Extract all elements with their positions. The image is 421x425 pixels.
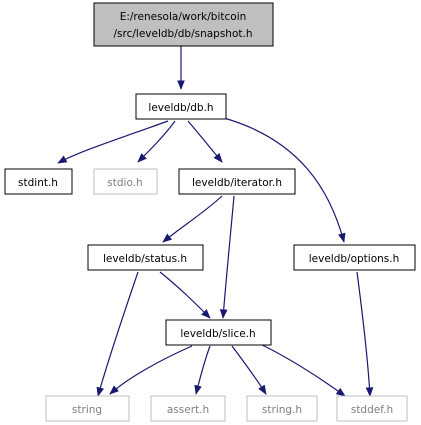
dependency-edges (57, 46, 374, 397)
edge-db-to-iterator (187, 120, 223, 163)
edge-slice-to-string-h (231, 345, 267, 395)
edge-slice-to-stddef (255, 341, 346, 397)
node-string-label: string (72, 404, 102, 416)
edge-db-to-stdint (57, 120, 169, 164)
node-iterator-h[interactable]: leveldb/iterator.h (178, 168, 296, 195)
edge-db-to-stdio (137, 120, 176, 163)
edge-slice-to-string (109, 345, 193, 395)
root-label-line-1: E:/renesola/work/bitcoin (120, 11, 247, 23)
edge-status-to-slice (159, 271, 211, 319)
edge-db-to-options (223, 117, 346, 243)
node-db-h[interactable]: leveldb/db.h (135, 93, 227, 120)
node-string-h[interactable]: string.h (246, 395, 318, 422)
node-stdint-h[interactable]: stdint.h (4, 168, 73, 195)
node-root-snapshot-h[interactable]: E:/renesola/work/bitcoin /src/leveldb/db… (93, 2, 274, 47)
node-assert-h-label: assert.h (167, 404, 209, 416)
node-stdint-h-label: stdint.h (18, 177, 58, 189)
node-status-h-label: leveldb/status.h (103, 253, 187, 265)
node-stdio-h-label: stdio.h (107, 177, 142, 189)
node-string[interactable]: string (45, 395, 130, 422)
edge-iterator-to-status (162, 195, 223, 243)
node-stddef-h[interactable]: stddef.h (336, 395, 408, 422)
node-options-h[interactable]: leveldb/options.h (293, 244, 416, 271)
root-label-line-2: /src/leveldb/db/snapshot.h (114, 28, 253, 40)
node-options-h-label: leveldb/options.h (309, 253, 400, 265)
edge-iterator-to-slice (219, 195, 235, 319)
node-string-h-label: string.h (262, 404, 302, 416)
node-db-h-label: leveldb/db.h (148, 102, 213, 114)
node-stddef-h-label: stddef.h (351, 404, 393, 416)
node-stdio-h[interactable]: stdio.h (93, 168, 158, 195)
node-status-h[interactable]: leveldb/status.h (87, 244, 204, 271)
edge-status-to-string (96, 271, 139, 397)
edge-options-to-stddef (356, 271, 374, 397)
node-slice-h[interactable]: leveldb/slice.h (165, 319, 272, 346)
edge-slice-to-assert (194, 345, 211, 395)
node-assert-h[interactable]: assert.h (150, 395, 226, 422)
node-iterator-h-label: leveldb/iterator.h (192, 177, 282, 189)
node-slice-h-label: leveldb/slice.h (180, 328, 255, 340)
